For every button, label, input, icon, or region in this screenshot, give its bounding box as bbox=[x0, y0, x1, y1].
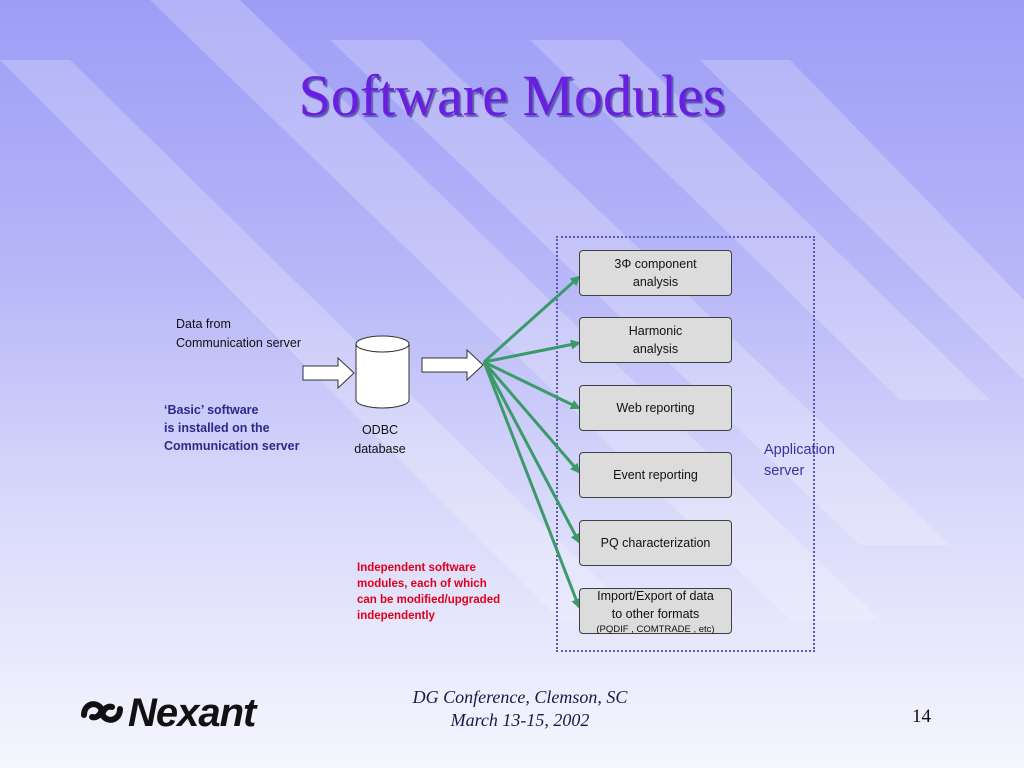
module-label-line1: Import/Export of data bbox=[597, 588, 714, 603]
module-component-analysis: 3Φ component analysis bbox=[579, 250, 732, 296]
application-server-boundary bbox=[556, 236, 815, 652]
nexant-logo-icon bbox=[81, 701, 123, 723]
block-arrow-icon bbox=[302, 356, 355, 390]
basic-note-line3: Communication server bbox=[164, 439, 300, 453]
connector-arrow-pq-characterization bbox=[482, 361, 581, 544]
footer-conference: DG Conference, Clemson, SC March 13-15, … bbox=[370, 686, 670, 732]
module-web-reporting: Web reporting bbox=[579, 385, 732, 431]
module-label-line1: Event reporting bbox=[613, 468, 698, 482]
module-harmonic-analysis: Harmonic analysis bbox=[579, 317, 732, 363]
footer-line1: DG Conference, Clemson, SC bbox=[412, 687, 628, 707]
independent-modules-note: Independent software modules, each of wh… bbox=[357, 560, 500, 624]
basic-software-note: ‘Basic’ software is installed on the Com… bbox=[164, 401, 299, 455]
slide-title: Software Modules bbox=[298, 63, 726, 128]
connector-arrow-import-export bbox=[482, 361, 581, 609]
connector-arrow-web-reporting bbox=[483, 360, 581, 410]
module-import-export: Import/Export of data to other formats (… bbox=[579, 588, 732, 635]
app-server-line1: Application bbox=[764, 442, 835, 458]
module-label-line2: analysis bbox=[632, 275, 679, 289]
independent-note-line2: modules, each of which bbox=[357, 578, 487, 590]
page-number: 14 bbox=[912, 706, 931, 727]
independent-note-line4: independently bbox=[357, 610, 435, 622]
module-label-line1: Harmonic bbox=[628, 324, 683, 338]
application-server-label: Application server bbox=[764, 440, 835, 482]
module-label-line2: to other formats bbox=[611, 606, 700, 621]
module-label-line1: 3Φ component bbox=[614, 257, 697, 271]
data-source-label: Data from Communication server bbox=[176, 315, 301, 353]
module-label-line3: (PQDIF , COMTRADE , etc) bbox=[596, 623, 715, 635]
footer-line2: March 13-15, 2002 bbox=[450, 710, 590, 730]
independent-note-line3: can be modified/upgraded bbox=[357, 594, 501, 606]
database-cylinder-icon bbox=[355, 335, 410, 409]
connector-arrow-event-reporting bbox=[482, 361, 581, 474]
data-source-label-line2: Communication server bbox=[176, 336, 302, 350]
database-label-line1: ODBC bbox=[361, 423, 399, 437]
independent-note-line1: Independent software bbox=[357, 562, 476, 574]
nexant-logo-text: Nexant bbox=[128, 691, 256, 735]
app-server-line2: server bbox=[764, 463, 805, 479]
connector-arrow-harmonic-analysis bbox=[483, 339, 581, 364]
database-label: ODBC database bbox=[340, 421, 420, 459]
basic-note-line1: ‘Basic’ software bbox=[164, 403, 259, 417]
module-label-line1: Web reporting bbox=[616, 401, 695, 415]
connector-arrow-component-analysis bbox=[482, 275, 581, 364]
block-arrow-icon bbox=[421, 348, 484, 382]
data-source-label-line1: Data from bbox=[176, 317, 231, 331]
module-pq-characterization: PQ characterization bbox=[579, 520, 732, 566]
module-label-line2: analysis bbox=[632, 342, 679, 356]
database-label-line2: database bbox=[354, 442, 406, 456]
connector-arrows bbox=[482, 275, 581, 609]
module-event-reporting: Event reporting bbox=[579, 452, 732, 498]
basic-note-line2: is installed on the bbox=[164, 421, 270, 435]
module-label-line1: PQ characterization bbox=[600, 536, 711, 550]
